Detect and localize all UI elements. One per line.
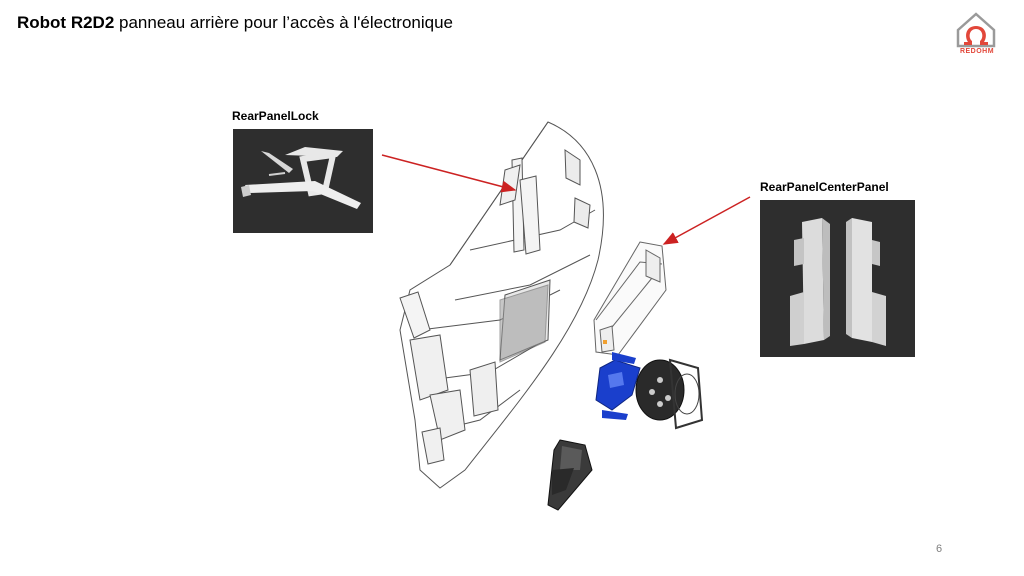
rear-panel-lock-render (241, 147, 361, 209)
page-number: 6 (936, 543, 943, 555)
label-rear-panel-center-panel: RearPanelCenterPanel (760, 180, 889, 194)
dark-connector-part (635, 358, 704, 430)
arrow-rear-panel-lock (381, 154, 517, 193)
rear-panel-center-panel-render (790, 218, 886, 346)
thumbnail-rear-panel-center-panel (760, 200, 915, 357)
blue-bracket-part (595, 352, 641, 420)
lower-dark-part (547, 439, 593, 511)
redohm-logo-icon (956, 12, 996, 48)
slide-title-bold: Robot R2D2 (17, 13, 115, 32)
logo-text: REDOHM (959, 48, 995, 55)
arrow-rear-panel-center-panel (662, 196, 751, 245)
slide-title: Robot R2D2 panneau arrière pour l’accès … (17, 12, 453, 34)
center-panel-part (593, 241, 667, 356)
thumbnail-rear-panel-lock (233, 129, 373, 233)
rear-body-assembly (399, 121, 604, 489)
label-rear-panel-lock: RearPanelLock (232, 109, 319, 123)
slide-title-rest: panneau arrière pour l’accès à l'électro… (114, 13, 454, 32)
